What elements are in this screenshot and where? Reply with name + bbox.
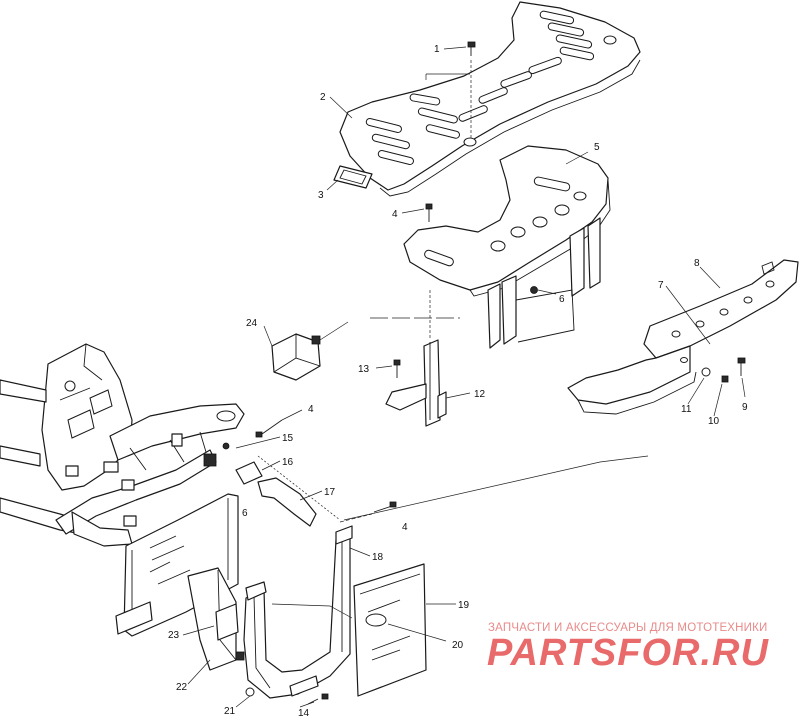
callout-2: 2 xyxy=(320,92,326,103)
horn-box xyxy=(271,333,321,381)
callout-22: 22 xyxy=(176,682,188,693)
side-panel-right xyxy=(353,563,427,697)
callout-7: 7 xyxy=(658,280,664,291)
front-rack xyxy=(339,1,641,197)
mount-bracket xyxy=(385,339,447,427)
callout-19: 19 xyxy=(458,600,470,611)
callout-15: 15 xyxy=(282,433,294,444)
callout-23: 23 xyxy=(168,630,180,641)
callout-3: 3 xyxy=(318,190,324,201)
callout-6a: 6 xyxy=(559,294,565,305)
brush-guard xyxy=(243,525,353,699)
callout-17: 17 xyxy=(324,487,336,498)
callout-14: 14 xyxy=(298,708,310,718)
callout-8: 8 xyxy=(694,258,700,269)
callout-labels: 1 2 3 4 5 6 7 8 9 10 11 12 13 14 15 16 1… xyxy=(168,44,748,718)
callout-18: 18 xyxy=(372,552,384,563)
callout-6b: 6 xyxy=(242,508,248,519)
bolt-4-lower xyxy=(255,419,397,513)
rack-slots xyxy=(365,10,617,165)
bolt-14 xyxy=(307,693,329,705)
callout-5: 5 xyxy=(594,142,600,153)
watermark-caption: ЗАПЧАСТИ И АКСЕССУАРЫ ДЛЯ МОТОТЕХНИКИ xyxy=(488,622,768,634)
bolt-4-upper xyxy=(425,203,433,222)
callout-20: 20 xyxy=(452,640,464,651)
front-bumper xyxy=(567,259,799,415)
callout-4a: 4 xyxy=(392,209,398,220)
callout-12: 12 xyxy=(474,389,486,400)
callout-4b: 4 xyxy=(308,404,314,415)
bolt-13 xyxy=(393,359,401,378)
callout-9: 9 xyxy=(742,402,748,413)
callout-4c: 4 xyxy=(402,522,408,533)
callout-24: 24 xyxy=(246,318,258,329)
callout-16: 16 xyxy=(282,457,294,468)
nut-6 xyxy=(530,286,538,294)
watermark-logo: PARTSFOR.RU xyxy=(487,632,769,674)
callout-leaders xyxy=(182,46,746,708)
side-panel-left xyxy=(187,567,255,697)
callout-1: 1 xyxy=(434,44,440,55)
callout-11: 11 xyxy=(681,404,692,415)
bolt-1 xyxy=(467,41,476,56)
callout-13: 13 xyxy=(358,364,370,375)
hose-fittings xyxy=(203,442,317,527)
callout-10: 10 xyxy=(708,416,720,427)
bumper-hardware xyxy=(701,357,746,383)
rack-support-bracket xyxy=(403,145,611,349)
callout-21: 21 xyxy=(224,706,236,717)
reflector xyxy=(333,165,373,189)
